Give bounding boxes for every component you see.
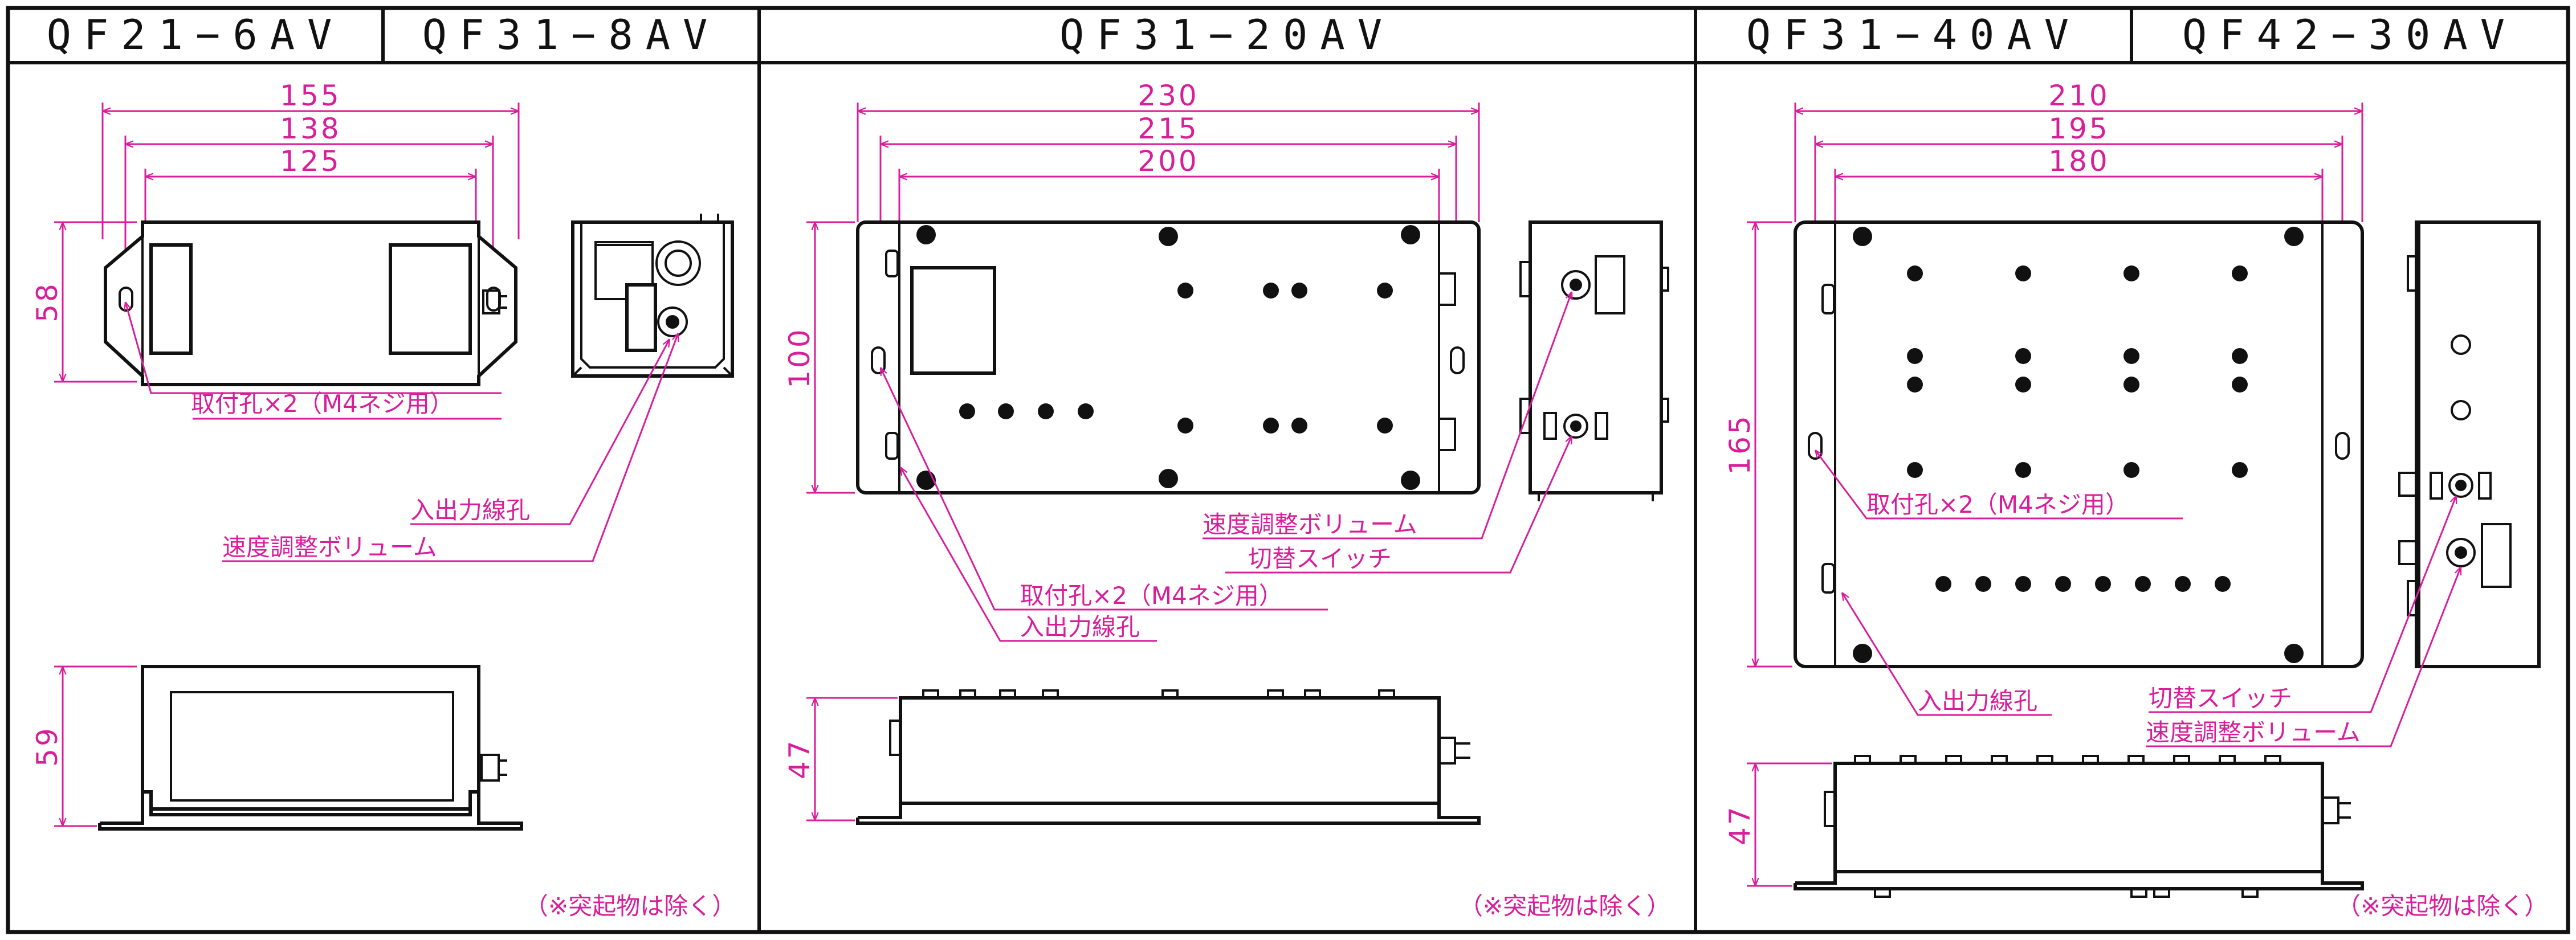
panel-3: 210 195 180 165 — [1723, 79, 2548, 920]
dim-width-200: 200 — [1138, 145, 1199, 178]
dim-width-138: 138 — [280, 112, 341, 145]
panel2-callouts: 速度調整ボリューム 切替スイッチ 取付孔×2（M4ネジ用） 入出力線孔 — [879, 292, 1572, 642]
dim-height-59: 59 — [31, 726, 64, 767]
top-view-qf21 — [104, 220, 517, 386]
frame — [6, 6, 2570, 934]
end-view-qf31-8av — [571, 214, 734, 378]
dim-width-group: 155 138 125 — [101, 79, 520, 279]
side-bumps — [922, 689, 1395, 699]
panel-1: 155 138 125 58 — [31, 79, 736, 920]
model-header-qf31-8av: QF31−8AV — [422, 11, 720, 59]
model-header-qf21-6av: QF21−6AV — [47, 11, 345, 59]
io-hole-icon — [655, 240, 701, 286]
panel-2: 230 215 200 100 — [783, 79, 1670, 920]
dim-height-47: 47 — [1723, 804, 1756, 845]
switch-icon — [1563, 414, 1588, 439]
dim-width-group: 210 195 180 — [1794, 79, 2363, 433]
top-view-qf31-40av — [1794, 220, 2364, 668]
label-speed-volume: 速度調整ボリューム — [2146, 718, 2361, 746]
model-header-qf42-30av: QF42−30AV — [2182, 11, 2517, 59]
side-bumps — [1854, 755, 2281, 765]
note-protrusions-excluded: （※突起物は除く） — [2337, 892, 2548, 920]
header-row: QF21−6AV QF31−8AV QF31−20AV QF31−40AV QF… — [47, 11, 2517, 59]
top-view-qf31-20av — [856, 220, 1481, 494]
note-protrusions-excluded: （※突起物は除く） — [524, 892, 736, 920]
label-switch: 切替スイッチ — [1248, 545, 1392, 573]
note-protrusions-excluded: （※突起物は除く） — [1459, 892, 1670, 920]
dim-width-230: 230 — [1138, 79, 1199, 112]
model-header-qf31-40av: QF31−40AV — [1746, 11, 2081, 59]
side-view-qf21 — [98, 665, 523, 831]
end-view-qf31-20av — [1519, 220, 1669, 501]
panel1-callouts: 取付孔×2（M4ネジ用） 入出力線孔 速度調整ボリューム — [125, 302, 678, 562]
dim-width-210: 210 — [2048, 79, 2109, 112]
dim-width-125: 125 — [280, 145, 341, 178]
label-mount-holes: 取付孔×2（M4ネジ用） — [1866, 491, 2129, 518]
screw-dots — [1853, 227, 2304, 663]
screw-dots — [916, 225, 1420, 490]
label-io-hole: 入出力線孔 — [410, 496, 530, 524]
label-io-hole: 入出力線孔 — [1918, 687, 2037, 715]
label-switch: 切替スイッチ — [2149, 684, 2292, 712]
dim-height-58: 58 — [31, 281, 64, 322]
volume-knob-icon — [1561, 270, 1591, 300]
dim-width-215: 215 — [1138, 112, 1199, 145]
side-view-qf31-40av — [1794, 755, 2364, 898]
label-speed-volume: 速度調整ボリューム — [1203, 510, 1417, 538]
label-mount-holes: 取付孔×2（M4ネジ用） — [1020, 582, 1283, 610]
panel3-callouts: 取付孔×2（M4ネジ用） 入出力線孔 切替スイッチ 速度調整ボリューム — [1815, 450, 2462, 747]
label-io-hole: 入出力線孔 — [1020, 613, 1140, 641]
dim-height-100: 100 — [783, 327, 816, 388]
switch-icon — [2448, 473, 2473, 498]
end-view-qf42-30av — [2398, 220, 2541, 668]
dim-width-155: 155 — [280, 79, 341, 112]
label-mount-holes: 取付孔×2（M4ネジ用） — [191, 390, 454, 418]
side-view-qf31-20av — [856, 689, 1481, 825]
dim-width-180: 180 — [2048, 145, 2109, 178]
dim-height-165: 165 — [1723, 414, 1756, 475]
dim-width-195: 195 — [2048, 112, 2109, 145]
model-header-qf31-20av: QF31−20AV — [1059, 11, 1395, 59]
dim-height-47: 47 — [783, 738, 816, 779]
dim-width-group: 230 215 200 — [857, 79, 1480, 342]
label-speed-volume: 速度調整ボリューム — [222, 533, 437, 561]
